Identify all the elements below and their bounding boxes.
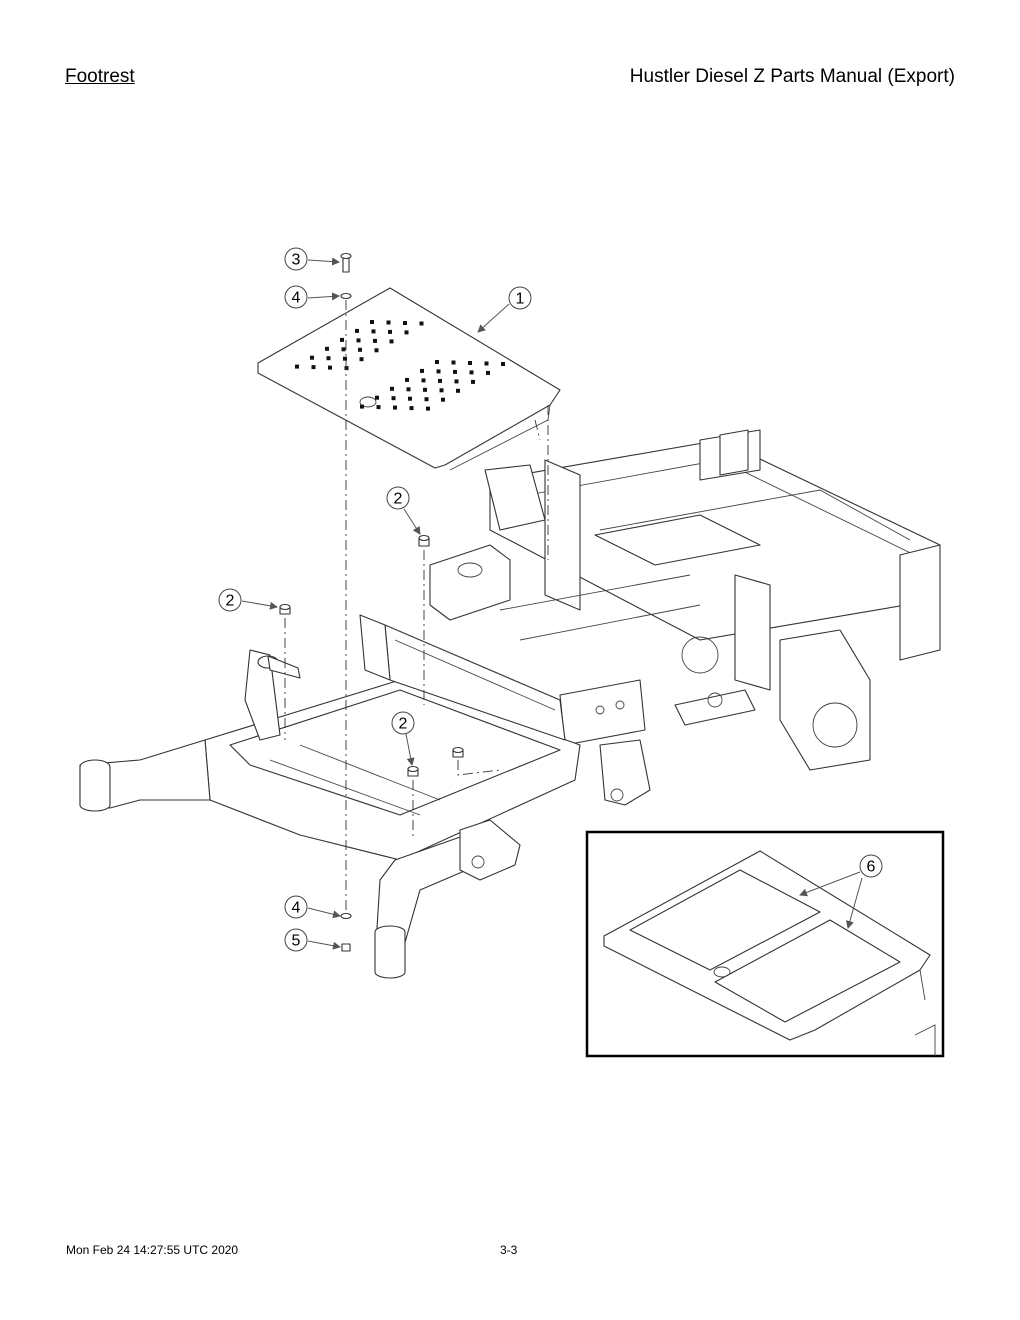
svg-text:1: 1 [516,291,525,308]
footrest-grip-holes [295,320,505,411]
svg-text:5: 5 [292,933,301,950]
svg-text:2: 2 [226,593,235,610]
callout-5: 5 [284,928,308,952]
inset-detail-panel [585,830,945,1058]
callout-6: 6 [859,854,883,878]
footrest-plate [257,287,561,471]
front-frame [79,614,581,979]
manual-title: Hustler Diesel Z Parts Manual (Export) [629,66,955,87]
svg-text:6: 6 [867,859,876,876]
callout-2-lower: 2 [391,711,415,735]
callout-4-bottom: 4 [284,895,308,919]
callouts: 3 4 1 2 2 2 4 5 6 [218,247,883,952]
callout-4-top: 4 [284,285,308,309]
mower-frame [429,429,941,806]
svg-text:2: 2 [394,491,403,508]
assembly-lines [284,300,549,910]
svg-text:4: 4 [292,900,301,917]
svg-text:3: 3 [292,252,301,269]
section-title: Footrest [65,66,135,87]
callout-1: 1 [508,286,532,310]
callout-3: 3 [284,247,308,271]
callout-2-upper: 2 [386,486,410,510]
hardware [279,252,464,952]
page-number: 3-3 [500,1243,518,1257]
svg-text:2: 2 [399,716,408,733]
callout-2-left: 2 [218,588,242,612]
svg-text:4: 4 [292,290,301,307]
footer-timestamp: Mon Feb 24 14:27:55 UTC 2020 [66,1243,239,1257]
